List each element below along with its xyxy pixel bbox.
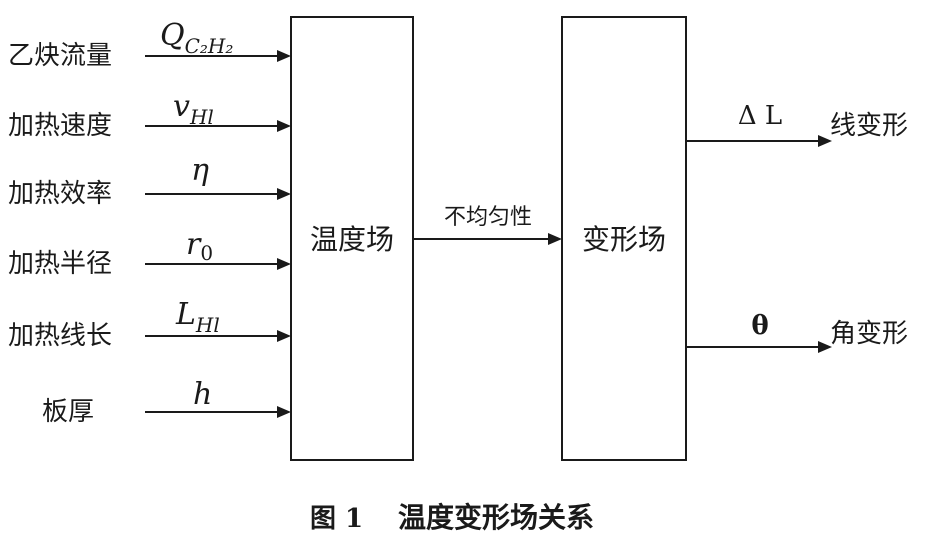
input-label-heating-efficiency: 加热效率 <box>8 179 112 209</box>
output-symbol-angular-deformation: θ <box>751 311 768 341</box>
input-arrowhead-plate-thickness <box>277 406 291 418</box>
temperature-field-label: 温度场 <box>310 223 394 256</box>
input-label-heating-radius: 加热半径 <box>8 249 112 279</box>
input-arrowhead-heating-line-length <box>277 330 291 342</box>
input-symbol-heating-efficiency: η <box>191 153 209 188</box>
input-symbol-heating-line-length: LHl <box>175 297 220 337</box>
input-arrowhead-heating-speed <box>277 120 291 132</box>
output-label-angular-deformation: 角变形 <box>830 319 908 349</box>
link-arrowhead <box>548 233 562 245</box>
input-label-acetylene-flow: 乙炔流量 <box>8 41 112 71</box>
input-arrowhead-heating-radius <box>277 258 291 270</box>
input-symbol-heating-speed: vHl <box>173 89 214 129</box>
input-arrowhead-heating-efficiency <box>277 188 291 200</box>
output-arrowhead-linear-deformation <box>818 135 832 147</box>
deformation-field-block <box>561 16 687 461</box>
output-label-linear-deformation: 线变形 <box>830 111 908 141</box>
output-symbol-linear-deformation: Δ L <box>738 101 782 131</box>
link-label-nonuniformity: 不均匀性 <box>444 205 532 230</box>
temperature-field-block <box>290 16 414 461</box>
input-symbol-heating-radius: r0 <box>186 227 213 265</box>
input-label-heating-speed: 加热速度 <box>8 111 112 141</box>
input-label-plate-thickness: 板厚 <box>42 397 94 427</box>
input-arrowhead-acetylene-flow <box>277 50 291 62</box>
deformation-field-label: 变形场 <box>582 223 666 256</box>
input-label-heating-line-length: 加热线长 <box>8 321 112 351</box>
input-symbol-acetylene-flow: QC₂H₂ <box>160 18 233 58</box>
figure-caption: 温度变形场关系 <box>398 501 594 534</box>
output-arrowhead-angular-deformation <box>818 341 832 353</box>
input-symbol-plate-thickness: h <box>193 377 212 412</box>
figure-number: 图 1 <box>310 504 363 534</box>
